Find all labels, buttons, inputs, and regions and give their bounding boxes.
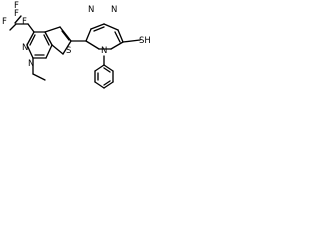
bond-thiophene-c — [62, 40, 72, 55]
label-pyrazole-n-top: N — [22, 43, 28, 53]
bond-core-a — [26, 31, 35, 46]
bond-thiophene-b — [59, 26, 72, 42]
bond-core-double-c — [43, 34, 50, 46]
bond-triazole-c — [103, 23, 119, 31]
bond-phenyl-a — [94, 64, 105, 72]
label-thiophene-s: S — [66, 46, 71, 56]
label-pyrazole-n-bottom: N — [28, 59, 34, 69]
bond-thiophene-d — [51, 44, 64, 55]
label-f-left: F — [2, 17, 7, 27]
bond-phenyl-double-b — [103, 80, 111, 86]
atom-labels: F F F F S N N N N N SH — [2, 1, 151, 69]
bond-triazole-e — [110, 41, 124, 50]
bond-core-e — [44, 31, 53, 46]
label-triazole-n4: N — [101, 46, 107, 56]
bond-cf3-c-f-left — [9, 23, 17, 31]
label-triazole-n-left: N — [88, 5, 94, 15]
molecule-svg: F F F F S N N N N N SH — [2, 1, 151, 89]
bond-n-methyl-b — [32, 73, 46, 81]
bond-phenyl-c — [94, 81, 105, 89]
bond-set — [9, 15, 141, 89]
bond-triazole-double-b — [114, 31, 121, 43]
bond-phenyl-double-c — [103, 67, 111, 73]
bond-triazole-a — [85, 28, 92, 42]
molecule-structure-diagram: F F F F S N N N N N SH — [0, 0, 169, 99]
label-triazole-n-right: N — [111, 5, 117, 15]
bond-cf3-c-f — [14, 15, 22, 24]
bond-thiophene-double — [61, 30, 70, 41]
bond-triazole-double-a — [93, 26, 105, 32]
bond-thiophene-a — [44, 26, 61, 33]
bond-cf3-to-ring — [27, 23, 35, 33]
bond-triazole-g — [85, 40, 100, 50]
label-f-right: F — [22, 17, 27, 27]
bond-phenyl-f — [103, 64, 114, 72]
bond-triazole-b — [90, 23, 105, 30]
bond-phenyl-d — [103, 81, 114, 89]
bond-core-b — [26, 44, 34, 59]
bond-thiol — [122, 39, 141, 43]
label-thiol: SH — [139, 36, 151, 46]
bond-core-d — [45, 44, 53, 59]
bond-core-double-a — [29, 34, 36, 46]
label-cf3-carbon: F — [14, 1, 19, 11]
label-f-top: F — [14, 9, 19, 19]
bond-triazole-d — [117, 29, 124, 43]
